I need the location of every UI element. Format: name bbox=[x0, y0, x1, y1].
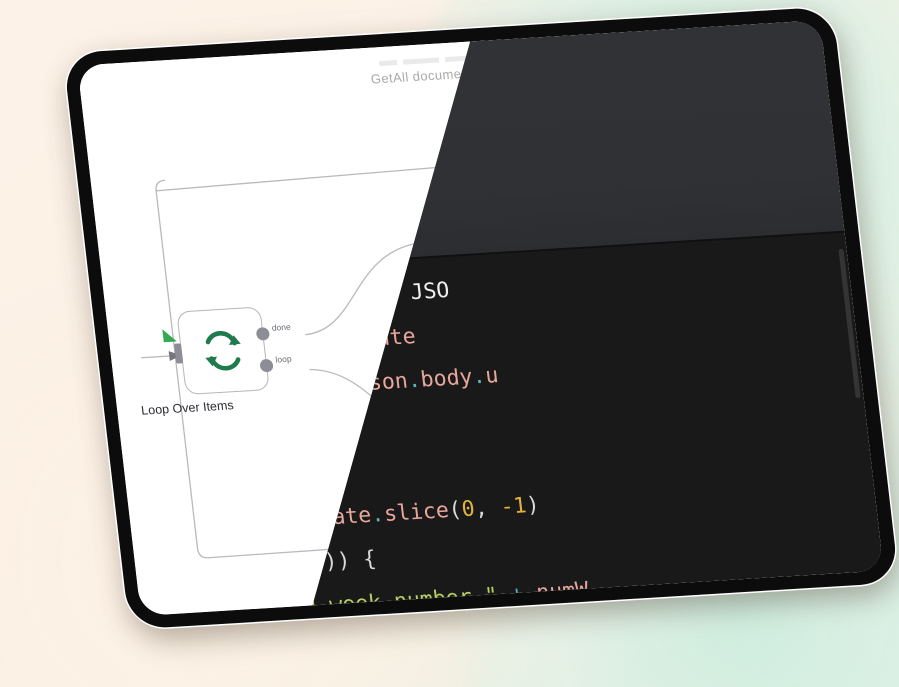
code-token: , bbox=[473, 494, 503, 522]
output-label-done: done bbox=[271, 321, 292, 333]
code-token: body bbox=[419, 364, 474, 393]
code-token: -1 bbox=[499, 493, 528, 520]
code-token: u bbox=[483, 363, 500, 389]
code-token: )) { bbox=[322, 546, 378, 575]
code-token: slice bbox=[382, 498, 451, 527]
code-token: ) bbox=[525, 492, 541, 519]
tablet-bezel: GetAll document bbox=[62, 6, 899, 630]
tablet-device: GetAll document bbox=[62, 6, 899, 640]
output-label-loop: loop bbox=[274, 353, 293, 365]
code-token: numW bbox=[535, 577, 590, 606]
code-fragment-green: ◣ bbox=[161, 321, 178, 348]
node-box[interactable]: done loop bbox=[173, 306, 292, 396]
loop-refresh-icon bbox=[205, 331, 241, 371]
code-token: + bbox=[496, 580, 538, 609]
tablet-screen: GetAll document bbox=[77, 20, 884, 616]
